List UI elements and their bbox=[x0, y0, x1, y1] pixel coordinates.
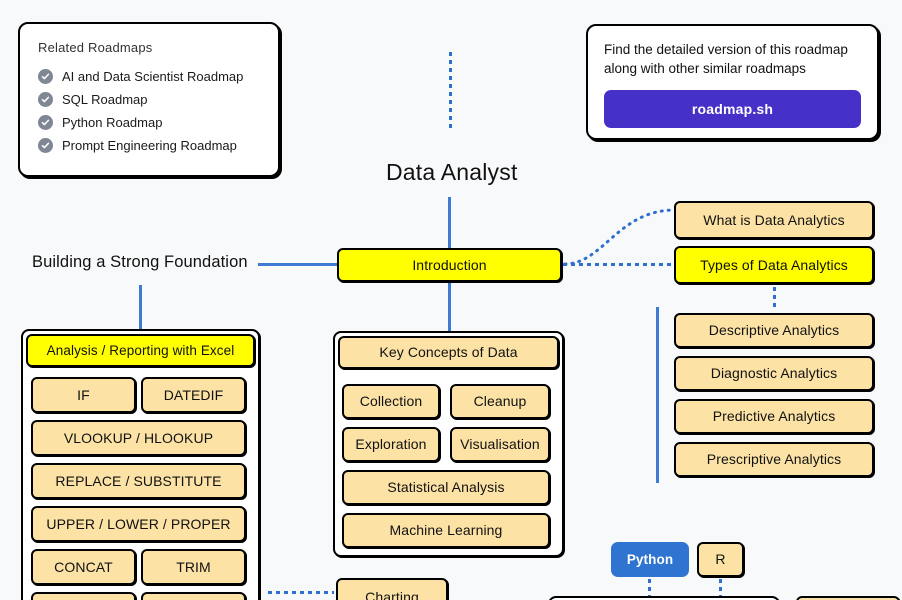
connector-python-down-dotted bbox=[648, 579, 651, 599]
promo-card: Find the detailed version of this roadma… bbox=[586, 24, 879, 140]
node-diagnostic-analytics[interactable]: Diagnostic Analytics bbox=[674, 356, 874, 391]
connector-introduction-to-types bbox=[563, 263, 673, 266]
node-collection[interactable]: Collection bbox=[342, 384, 440, 419]
node-excel-upper-lower-proper[interactable]: UPPER / LOWER / PROPER bbox=[31, 506, 246, 542]
check-circle-icon bbox=[38, 92, 53, 107]
connector-analytics-rail bbox=[656, 307, 659, 483]
node-python[interactable]: Python bbox=[611, 542, 689, 577]
connector-introduction-down bbox=[448, 283, 451, 331]
list-item-label: SQL Roadmap bbox=[62, 92, 148, 107]
list-item[interactable]: AI and Data Scientist Roadmap bbox=[38, 69, 260, 84]
node-excel-if[interactable]: IF bbox=[31, 377, 136, 413]
node-introduction[interactable]: Introduction bbox=[337, 248, 562, 282]
connector-title-to-introduction bbox=[448, 197, 451, 249]
node-excel-extra-left[interactable] bbox=[31, 592, 136, 600]
node-statistical-analysis[interactable]: Statistical Analysis bbox=[342, 470, 550, 505]
connector-r-down-dotted bbox=[719, 579, 722, 599]
node-what-is-data-analytics[interactable]: What is Data Analytics bbox=[674, 201, 874, 239]
node-descriptive-analytics[interactable]: Descriptive Analytics bbox=[674, 313, 874, 348]
list-item[interactable]: Prompt Engineering Roadmap bbox=[38, 138, 260, 153]
node-bottom-right-partial[interactable] bbox=[796, 596, 900, 600]
node-key-concepts-header[interactable]: Key Concepts of Data bbox=[338, 336, 559, 369]
check-circle-icon bbox=[38, 69, 53, 84]
connector-foundation-down bbox=[139, 285, 142, 329]
node-excel-trim[interactable]: TRIM bbox=[141, 549, 246, 585]
list-item[interactable]: SQL Roadmap bbox=[38, 92, 260, 107]
node-predictive-analytics[interactable]: Predictive Analytics bbox=[674, 399, 874, 434]
list-item[interactable]: Python Roadmap bbox=[38, 115, 260, 130]
node-charting[interactable]: Charting bbox=[336, 578, 448, 600]
node-types-of-data-analytics[interactable]: Types of Data Analytics bbox=[674, 246, 874, 284]
node-excel-concat[interactable]: CONCAT bbox=[31, 549, 136, 585]
node-excel-vlookup-hlookup[interactable]: VLOOKUP / HLOOKUP bbox=[31, 420, 246, 456]
node-cleanup[interactable]: Cleanup bbox=[450, 384, 550, 419]
connector-foundation-to-introduction bbox=[258, 263, 338, 266]
list-item-label: AI and Data Scientist Roadmap bbox=[62, 69, 244, 84]
node-excel-datedif[interactable]: DATEDIF bbox=[141, 377, 246, 413]
check-circle-icon bbox=[38, 138, 53, 153]
node-excel-replace-substitute[interactable]: REPLACE / SUBSTITUTE bbox=[31, 463, 246, 499]
node-exploration[interactable]: Exploration bbox=[342, 427, 440, 462]
list-item-label: Prompt Engineering Roadmap bbox=[62, 138, 237, 153]
group-bottom-center-partial bbox=[548, 596, 780, 600]
node-excel-header[interactable]: Analysis / Reporting with Excel bbox=[26, 334, 255, 367]
node-excel-extra-right[interactable] bbox=[141, 592, 246, 600]
related-roadmaps-title: Related Roadmaps bbox=[38, 40, 153, 55]
related-roadmaps-list: AI and Data Scientist Roadmap SQL Roadma… bbox=[38, 69, 260, 153]
node-machine-learning[interactable]: Machine Learning bbox=[342, 513, 550, 548]
section-label-foundation: Building a Strong Foundation bbox=[32, 253, 248, 271]
page-title: Data Analyst bbox=[386, 159, 518, 185]
connector-introduction-to-what-is bbox=[563, 208, 677, 266]
node-r[interactable]: R bbox=[697, 542, 744, 577]
check-circle-icon bbox=[38, 115, 53, 130]
promo-text: Find the detailed version of this roadma… bbox=[604, 42, 848, 77]
connector-top-dotted bbox=[449, 52, 452, 132]
node-prescriptive-analytics[interactable]: Prescriptive Analytics bbox=[674, 442, 874, 477]
connector-excel-to-charting bbox=[268, 591, 334, 594]
node-visualisation[interactable]: Visualisation bbox=[450, 427, 550, 462]
list-item-label: Python Roadmap bbox=[62, 115, 163, 130]
related-roadmaps-card: Related Roadmaps AI and Data Scientist R… bbox=[18, 22, 280, 177]
connector-types-down-dotted bbox=[773, 287, 776, 311]
roadmap-sh-button[interactable]: roadmap.sh bbox=[604, 90, 861, 129]
